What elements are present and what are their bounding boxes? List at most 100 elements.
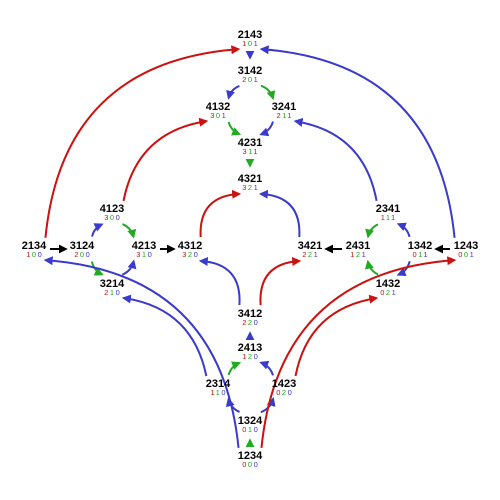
node-digit-1432-0: 0 <box>380 288 384 297</box>
node-digit-4123-2: 0 <box>116 213 120 222</box>
node-digit-1342-2: 1 <box>423 250 427 259</box>
node-digit-1342-1: 1 <box>418 250 422 259</box>
node-digit-4132-2: 1 <box>222 111 226 120</box>
node-label-1234: 1234 <box>238 450 263 462</box>
node-digit-4213-1: 1 <box>142 250 146 259</box>
node-label-2431: 2431 <box>346 240 370 252</box>
node-label-2413: 2413 <box>238 342 262 354</box>
node-digit-3421-2: 1 <box>314 250 318 259</box>
node-label-4321: 4321 <box>238 173 262 185</box>
node-digit-4123-1: 0 <box>110 213 114 222</box>
node-digit-2314-0: 1 <box>211 388 215 397</box>
edge-4312-to-4321 <box>199 189 242 238</box>
edge-4123-to-4213 <box>122 223 137 239</box>
node-label-4312: 4312 <box>178 240 202 252</box>
node-digit-1324-2: 0 <box>254 425 258 434</box>
node-digit-3421-0: 2 <box>302 250 306 259</box>
node-digit-2431-1: 2 <box>356 250 360 259</box>
node-label-4213: 4213 <box>132 240 156 252</box>
node-label-1423: 1423 <box>272 378 296 390</box>
node-digit-3124-1: 0 <box>80 250 84 259</box>
node-label-3142: 3142 <box>238 65 262 77</box>
node-digit-1234-1: 0 <box>248 460 252 469</box>
edge-1342-to-2341 <box>396 222 411 238</box>
node-label-2341: 2341 <box>376 203 400 215</box>
node-label-2134: 2134 <box>22 240 47 252</box>
node-label-4132: 4132 <box>206 101 230 113</box>
node-digit-2341-1: 1 <box>386 213 390 222</box>
node-digit-2413-0: 1 <box>242 352 246 361</box>
node-digit-3142-1: 0 <box>248 75 252 84</box>
node-digit-4213-0: 3 <box>136 250 140 259</box>
node-digit-3214-2: 0 <box>116 288 120 297</box>
node-digit-3142-2: 1 <box>254 75 258 84</box>
node-label-3412: 3412 <box>238 308 262 320</box>
node-digit-4123-0: 3 <box>104 213 108 222</box>
node-digit-3421-1: 2 <box>308 250 312 259</box>
node-digit-1423-2: 0 <box>288 388 292 397</box>
node-digit-2431-2: 1 <box>362 250 366 259</box>
node-digit-1324-1: 1 <box>248 425 252 434</box>
node-digit-4312-0: 3 <box>182 250 186 259</box>
node-label-4231: 4231 <box>238 137 262 149</box>
node-digit-1432-2: 1 <box>392 288 396 297</box>
edges-layer <box>43 45 457 448</box>
edge-3241-to-4231 <box>259 121 274 137</box>
edge-3142-to-4132 <box>226 85 240 100</box>
edge-1234-to-1243 <box>260 256 457 448</box>
node-digit-3214-0: 2 <box>104 288 108 297</box>
node-digit-3412-2: 0 <box>254 318 258 327</box>
node-digit-2413-2: 0 <box>254 352 258 361</box>
node-digit-3142-0: 2 <box>242 75 246 84</box>
node-label-2143: 2143 <box>238 29 262 41</box>
edge-2134-to-2143 <box>44 45 241 238</box>
node-digit-2134-1: 0 <box>32 250 36 259</box>
node-digit-2413-1: 2 <box>248 352 252 361</box>
edge-1423-to-2413 <box>259 360 274 376</box>
node-digit-2341-2: 1 <box>391 213 395 222</box>
node-digit-3412-1: 2 <box>248 318 252 327</box>
edge-2341-to-2431 <box>365 223 379 239</box>
node-label-3421: 3421 <box>298 240 322 252</box>
node-digit-4312-2: 0 <box>194 250 198 259</box>
node-label-1432: 1432 <box>376 278 400 290</box>
node-digit-4321-2: 1 <box>254 183 258 192</box>
node-label-1324: 1324 <box>238 415 263 427</box>
node-digit-4231-0: 3 <box>243 147 247 156</box>
node-digit-1423-1: 2 <box>282 388 286 397</box>
node-digit-3124-2: 0 <box>86 250 90 259</box>
edge-1432-to-2431 <box>364 259 379 276</box>
edge-3421-to-4321 <box>258 189 301 238</box>
node-digit-2134-2: 0 <box>38 250 42 259</box>
node-digit-1324-0: 0 <box>242 425 246 434</box>
